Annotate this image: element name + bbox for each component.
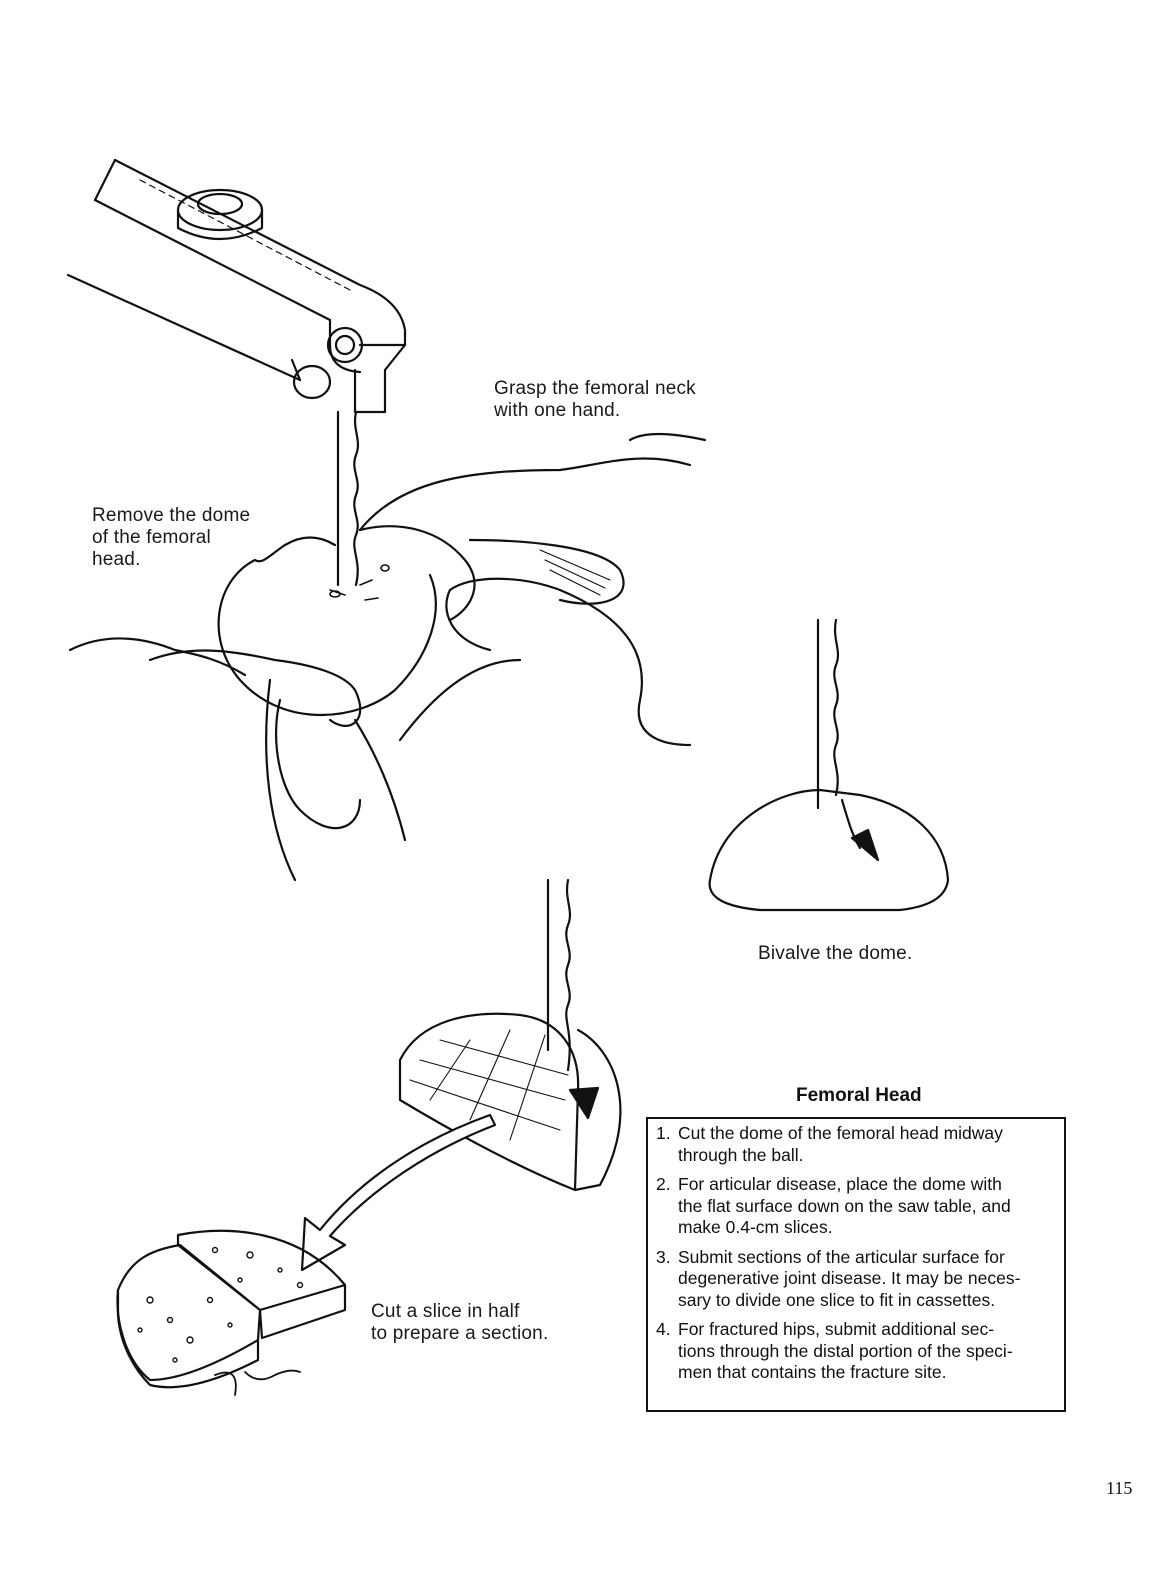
step-line: tions through the distal portion of the … — [678, 1340, 1013, 1361]
step-text: Cut the dome of the femoral head midway … — [678, 1123, 1003, 1166]
step-line: men that contains the fracture site. — [678, 1362, 947, 1382]
bivalve-dome — [708, 618, 950, 912]
step-line: through the ball. — [678, 1144, 804, 1165]
label-line: Remove the dome — [92, 505, 251, 526]
label-bivalve: Bivalve the dome. — [758, 943, 913, 964]
step-text: For articular disease, place the dome wi… — [678, 1174, 1011, 1239]
step-number: 2. — [656, 1174, 671, 1194]
label-cut-slice: Cut a slice in half to prepare a section… — [371, 1301, 548, 1345]
step-line: degenerative joint disease. It may be ne… — [678, 1268, 1021, 1288]
label-line: to prepare a section. — [371, 1323, 549, 1344]
label-line: Cut a slice in half — [371, 1301, 520, 1322]
step-text: Submit sections of the articular surface… — [678, 1247, 1020, 1312]
curved-arrow-icon — [300, 1113, 497, 1272]
page-number: 115 — [1106, 1478, 1133, 1498]
label-line: of the femoral — [92, 527, 211, 548]
label-line: head. — [92, 549, 141, 570]
step-item: 1. Cut the dome of the femoral head midw… — [656, 1123, 1054, 1166]
saw-blade-top — [336, 410, 360, 587]
step-line: Cut the dome of the femoral head midway — [678, 1123, 1003, 1143]
step-line: For articular disease, place the dome wi… — [678, 1174, 1002, 1194]
step-line: Submit sections of the articular surface… — [678, 1246, 1005, 1267]
step-item: 4. For fractured hips, submit additional… — [656, 1319, 1054, 1384]
box-title: Femoral Head — [796, 1085, 922, 1106]
step-number: 1. — [656, 1123, 671, 1143]
step-line: the flat surface down on the saw table, … — [678, 1195, 1011, 1216]
slice-arrow-icon — [568, 1086, 600, 1120]
artist-signature — [214, 1369, 301, 1396]
step-text: For fractured hips, submit additional se… — [678, 1319, 1013, 1384]
instructions-box: 1. Cut the dome of the femoral head midw… — [646, 1117, 1066, 1412]
femoral-head-in-hand — [68, 432, 707, 882]
bivalve-arrow-icon — [850, 828, 880, 862]
step-number: 4. — [656, 1319, 671, 1339]
step-line: make 0.4-cm slices. — [678, 1217, 833, 1237]
label-line: with one hand. — [494, 400, 621, 421]
label-remove-dome: Remove the dome of the femoral head. — [92, 505, 250, 571]
step-line: For fractured hips, submit additional se… — [678, 1319, 995, 1339]
step-item: 3. Submit sections of the articular surf… — [656, 1247, 1054, 1312]
step-item: 2. For articular disease, place the dome… — [656, 1174, 1054, 1239]
label-grasp-neck: Grasp the femoral neck with one hand. — [494, 378, 696, 422]
label-line: Grasp the femoral neck — [494, 378, 696, 399]
bone-slices — [116, 1229, 347, 1396]
band-saw-arm — [66, 158, 407, 414]
step-line: sary to divide one slice to fit in casse… — [678, 1289, 996, 1310]
half-dome-slice — [398, 878, 622, 1192]
step-number: 3. — [656, 1246, 671, 1267]
